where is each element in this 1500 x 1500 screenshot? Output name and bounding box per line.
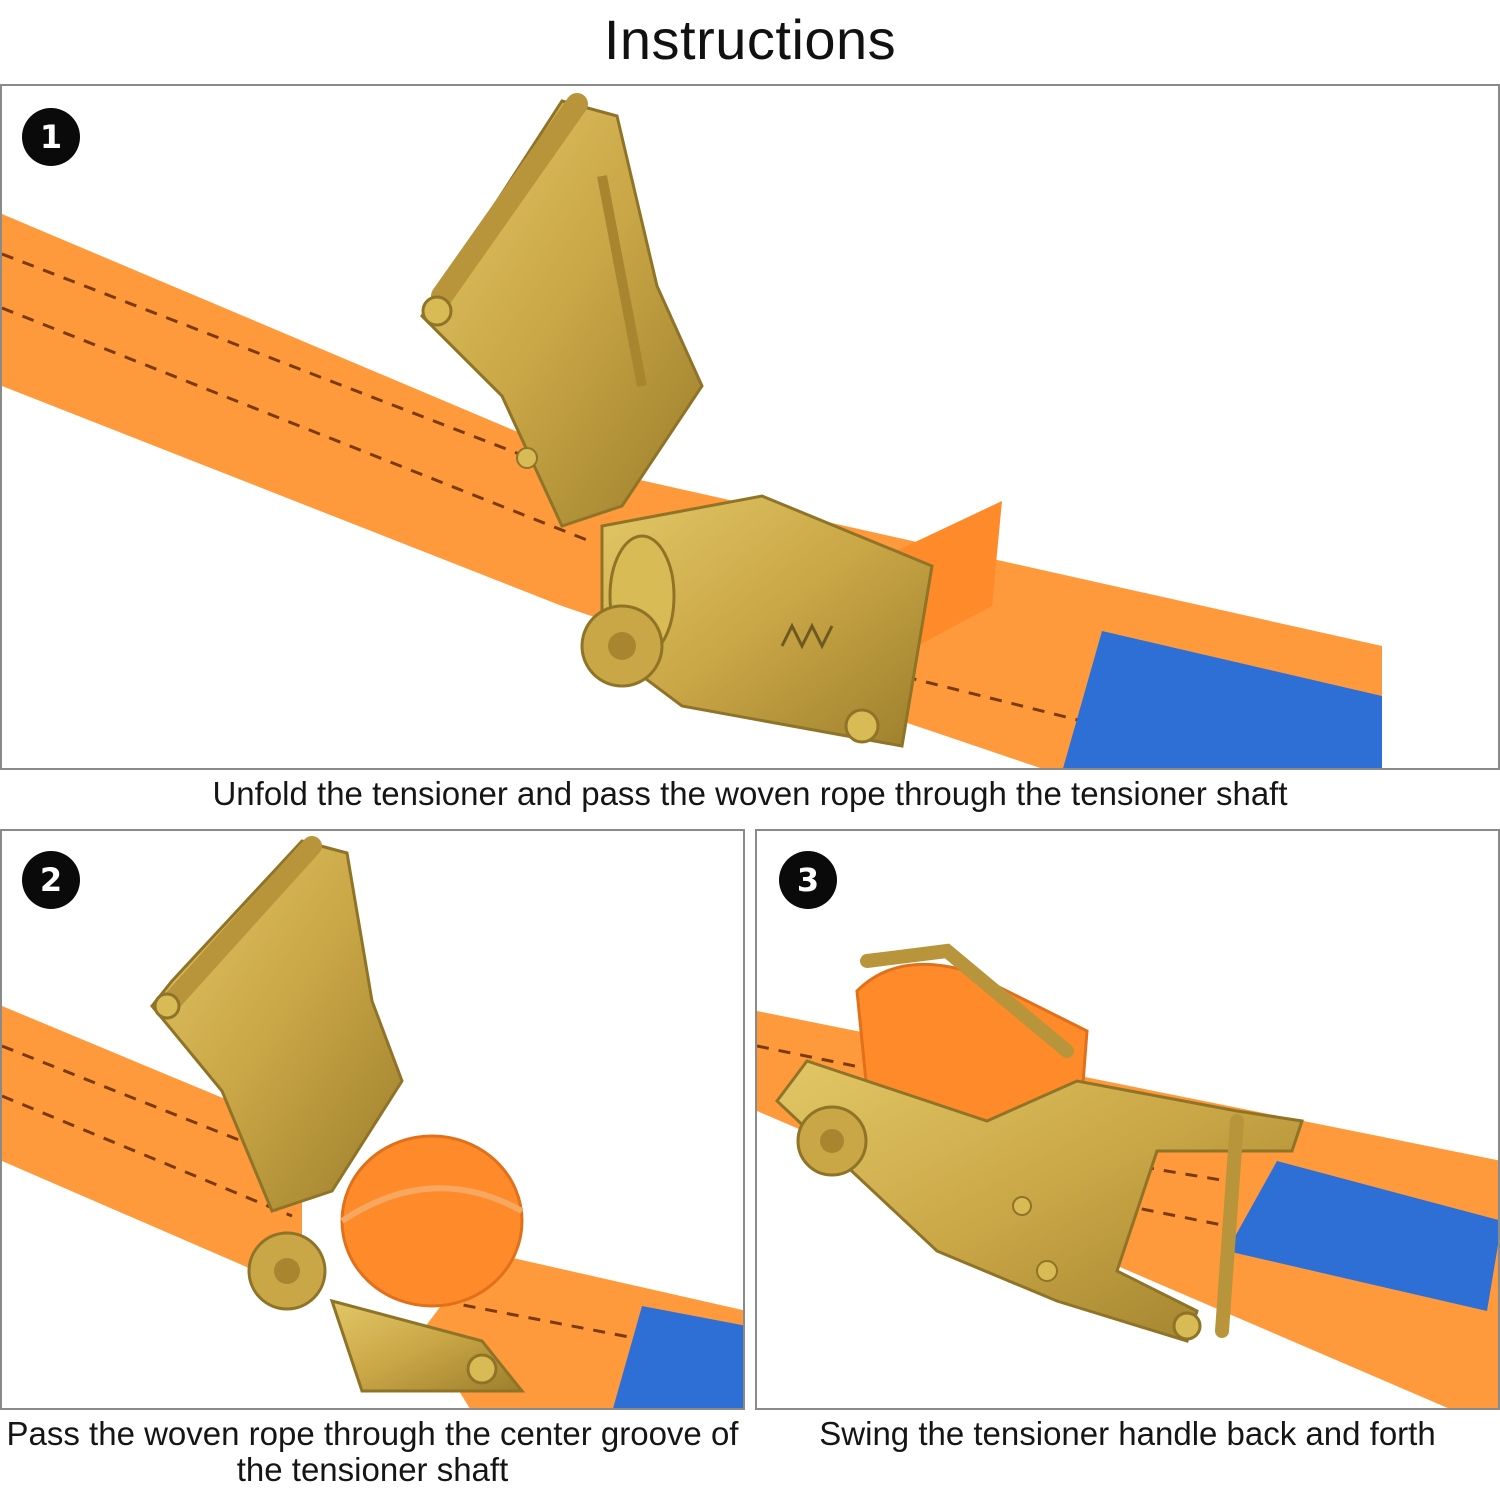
step-3-number-badge: 3	[779, 851, 837, 909]
step-3-caption: Swing the tensioner handle back and fort…	[819, 1415, 1436, 1452]
step-3-panel: 3	[755, 829, 1500, 1410]
step-1-panel: 1	[0, 84, 1500, 770]
step-2-number-badge: 2	[22, 851, 80, 909]
step-1-number-badge: 1	[22, 108, 80, 166]
step-3-illustration	[757, 943, 1498, 1408]
strap-label	[613, 1306, 743, 1408]
step-2-caption: Pass the woven rope through the center g…	[6, 1415, 739, 1488]
page-title: Instructions	[603, 8, 897, 71]
woven-strap	[2, 214, 1382, 768]
step-1-illustration	[2, 93, 1382, 768]
strap-roll	[340, 1134, 524, 1308]
step-2-panel: 2	[0, 829, 745, 1410]
step-2-illustration	[2, 836, 743, 1408]
woven-strap	[2, 1006, 302, 1291]
strap-label	[1063, 631, 1382, 768]
step-1-caption: Unfold the tensioner and pass the woven …	[212, 775, 1288, 812]
strap-label	[1227, 1161, 1498, 1311]
ratchet-handle	[774, 1059, 1304, 1343]
